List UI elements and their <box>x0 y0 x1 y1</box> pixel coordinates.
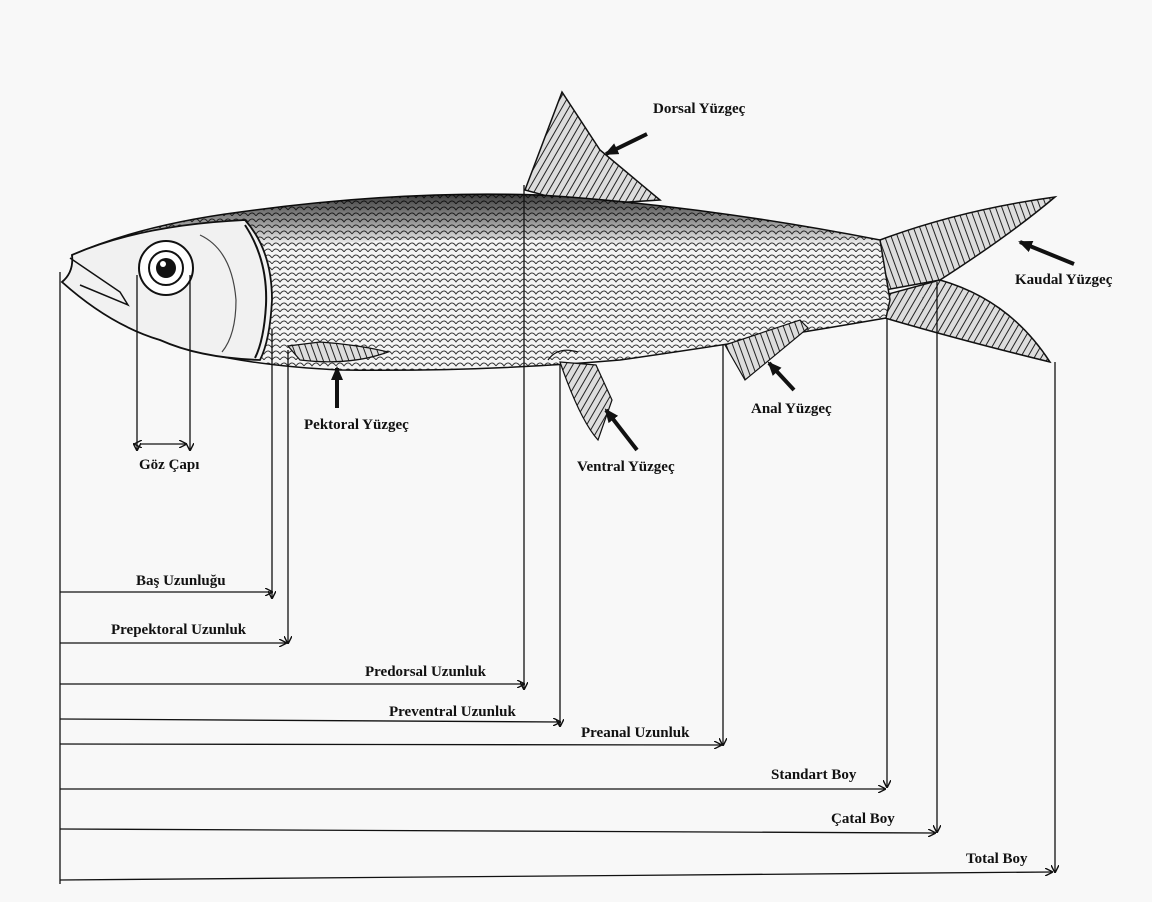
fork-length-label: Çatal Boy <box>831 811 895 827</box>
preanal-length-label: Preanal Uzunluk <box>581 725 690 741</box>
fish-illustration <box>62 92 1055 440</box>
caudal-fin-lower <box>885 280 1050 362</box>
dorsal-fin-label: Dorsal Yüzgeç <box>653 101 746 117</box>
predorsal-length-label: Predorsal Uzunluk <box>365 664 487 680</box>
eye <box>139 241 193 295</box>
anal-fin-label: Anal Yüzgeç <box>751 401 832 417</box>
ventral-fin-label: Ventral Yüzgeç <box>577 459 675 475</box>
prepectoral-length-label: Prepektoral Uzunluk <box>111 622 247 638</box>
ventral-fin <box>560 362 612 440</box>
ventral-pointer-arrow <box>606 410 637 450</box>
head-length-label: Baş Uzunluğu <box>136 573 226 589</box>
eye-diameter-label: Göz Çapı <box>139 457 199 473</box>
pectoral-fin-label: Pektoral Yüzgeç <box>304 417 409 433</box>
dorsal-fin <box>525 92 660 205</box>
standard-length-label: Standart Boy <box>771 767 857 783</box>
caudal-pointer-arrow <box>1020 242 1074 264</box>
total-length-label: Total Boy <box>966 851 1028 867</box>
caudal-fin-label: Kaudal Yüzgeç <box>1015 272 1113 288</box>
preanal-line <box>60 744 721 745</box>
total-length-line <box>60 872 1052 880</box>
anal-pointer-arrow <box>769 363 794 390</box>
preventral-length-label: Preventral Uzunluk <box>389 704 516 720</box>
dorsal-pointer-arrow <box>606 134 647 154</box>
fork-length-line <box>60 829 935 833</box>
